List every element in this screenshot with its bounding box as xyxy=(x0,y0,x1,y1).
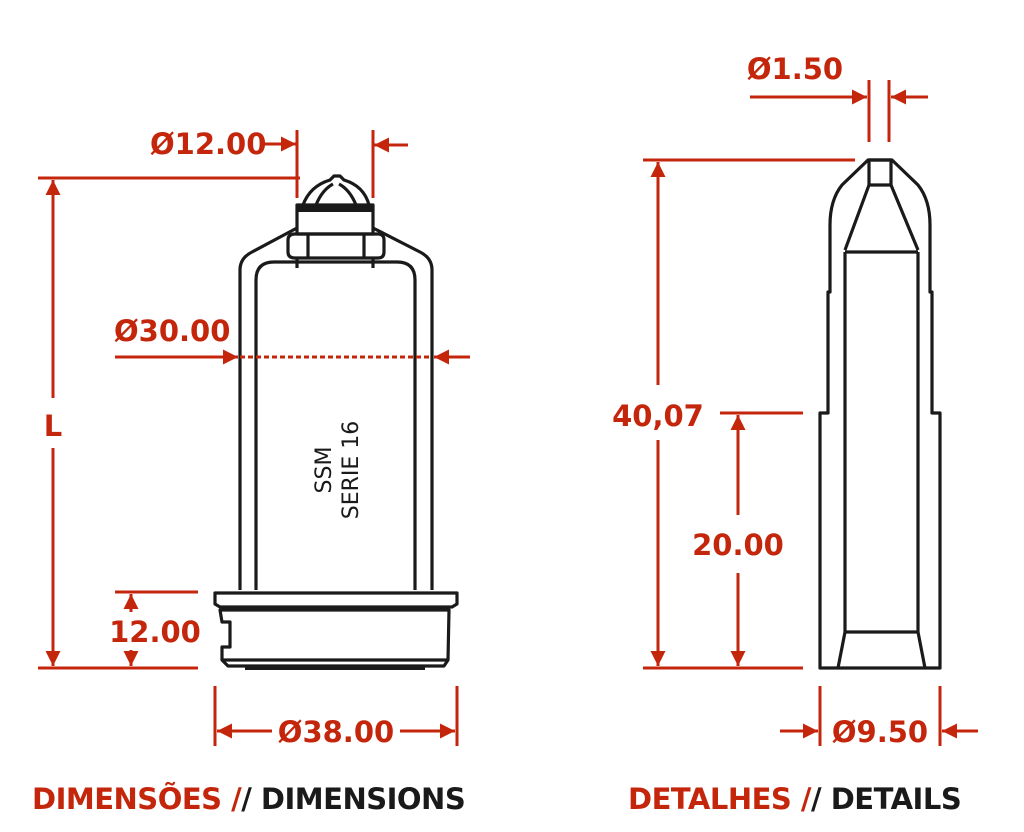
title-en: / DIMENSIONS xyxy=(241,782,466,816)
base-flange xyxy=(213,591,459,609)
title-en: / DETAILS xyxy=(811,782,962,816)
dimensions-right: Ø1.50 40,07 20.00 Ø9.50 xyxy=(612,52,978,749)
dim-d38: Ø38.00 xyxy=(278,715,394,749)
base-body xyxy=(218,608,451,668)
dim-length: L xyxy=(44,409,62,443)
dimensions-title: DIMENSÕES // DIMENSIONS xyxy=(32,782,466,816)
dim-d12: Ø12.00 xyxy=(150,127,266,161)
dome xyxy=(301,174,371,206)
detail-outline xyxy=(818,158,942,670)
details-title: DETALHES // DETAILS xyxy=(628,782,962,816)
nut xyxy=(286,232,386,260)
dimensions-left: Ø12.00 L Ø30.00 12.00 Ø38.00 xyxy=(38,127,470,749)
dim-d30: Ø30.00 xyxy=(114,314,230,348)
dim-h20: 20.00 xyxy=(692,528,784,562)
cage-window xyxy=(254,260,417,590)
title-pt: DETALHES / xyxy=(628,782,812,816)
title-pt: DIMENSÕES / xyxy=(32,782,242,816)
cage-outer xyxy=(238,226,434,590)
body-label-line1: SSM xyxy=(312,447,337,494)
dim-d950: Ø9.50 xyxy=(832,715,928,749)
body-label-line2: SERIE 16 xyxy=(339,421,364,520)
dim-d150: Ø1.50 xyxy=(747,52,843,86)
product-outline: SSM SERIE 16 xyxy=(213,174,459,670)
dim-h4007: 40,07 xyxy=(612,399,704,433)
dim-h12: 12.00 xyxy=(109,615,201,649)
